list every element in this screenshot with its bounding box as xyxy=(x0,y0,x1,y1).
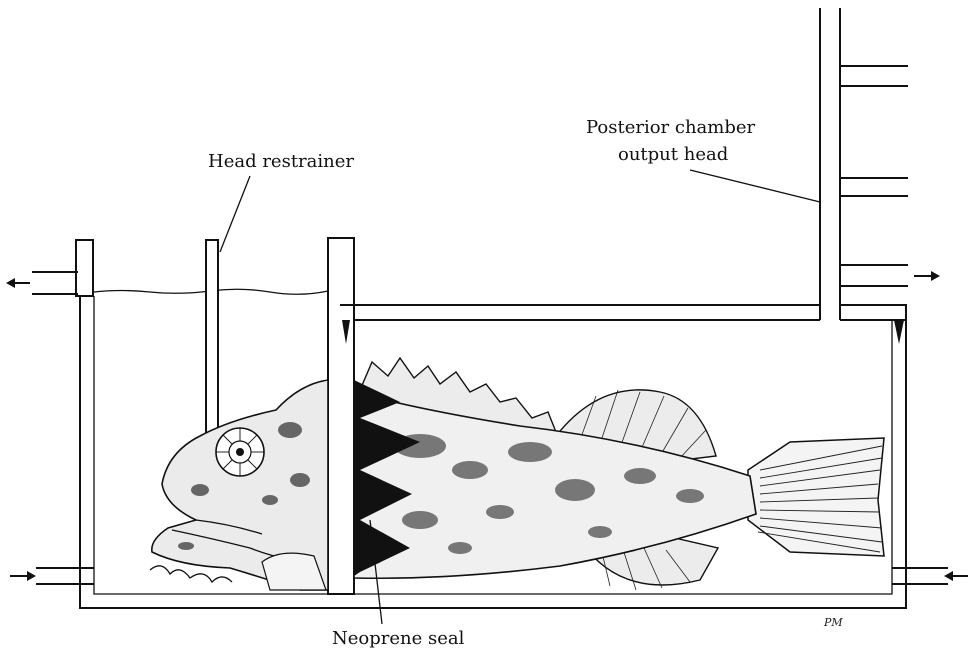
arrow-out-left-icon xyxy=(6,278,30,288)
caudal-fin xyxy=(748,438,884,556)
posterior-chamber-lid xyxy=(340,305,906,344)
output-head-column xyxy=(820,8,908,320)
arrow-out-right-icon xyxy=(914,271,940,281)
anterior-outflow-pipe xyxy=(32,240,93,296)
partition-plate xyxy=(328,238,354,594)
arrow-in-right-icon xyxy=(944,571,968,581)
rockfish-illustration xyxy=(150,358,884,590)
vent-valve-right xyxy=(894,320,904,344)
label-posterior-chamber-line1: Posterior chamber xyxy=(586,117,756,138)
pelvic-fin xyxy=(150,566,232,582)
arrow-in-left-icon xyxy=(10,571,36,581)
artist-initials: PM xyxy=(823,616,843,629)
label-head-restrainer: Head restrainer xyxy=(208,151,354,172)
head-restrainer-post xyxy=(206,240,218,455)
head-restrainer-leader xyxy=(220,176,250,252)
output-head-leader xyxy=(690,170,820,202)
left-standpipe xyxy=(76,240,93,296)
label-neoprene-seal: Neoprene seal xyxy=(332,628,465,649)
label-posterior-chamber-line2: output head xyxy=(618,144,728,165)
